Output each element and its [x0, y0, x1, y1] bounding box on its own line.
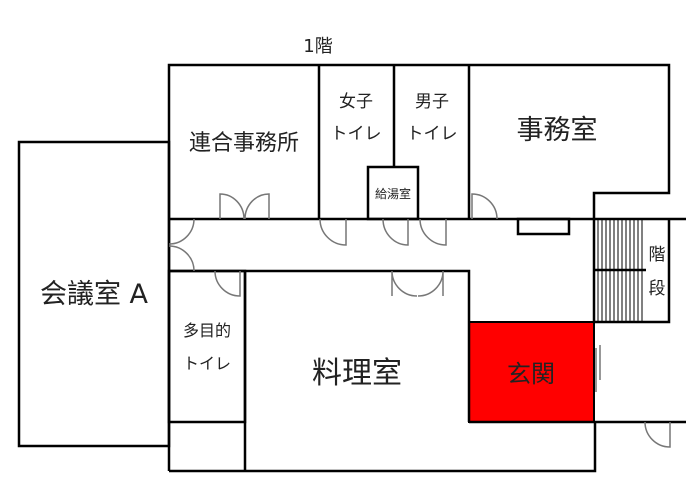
entrance-label: 玄関: [507, 360, 555, 388]
floor-title: 1階: [303, 36, 332, 57]
office-label: 事務室: [517, 115, 598, 146]
east-door[interactable]: [644, 421, 671, 448]
stairs-label-1: 階: [649, 245, 666, 265]
entrance-room[interactable]: [468, 321, 595, 423]
mens-toilet-label-2: トイレ: [407, 124, 458, 144]
conference-a-label: 会議室 A: [40, 279, 149, 310]
mens-toilet-label-1: 男子: [415, 92, 449, 112]
stairs-label-2: 段: [649, 279, 666, 299]
mens-toilet-door[interactable]: [419, 218, 447, 246]
reception-counter: [516, 217, 571, 236]
cooking-room-label: 料理室: [312, 356, 402, 391]
multipurpose-toilet-door[interactable]: [214, 270, 241, 297]
multipurpose-toilet-label-2: トイレ: [183, 354, 231, 373]
womens-toilet-door[interactable]: [319, 218, 347, 246]
kitchenette-door[interactable]: [382, 218, 409, 246]
cooking-room-door[interactable]: [391, 270, 444, 297]
womens-toilet-label-2: トイレ: [331, 124, 382, 144]
multipurpose-toilet-room[interactable]: [167, 269, 247, 424]
entrance-sliding-door[interactable]: [595, 345, 601, 392]
doors: [168, 193, 671, 448]
federation-office-door[interactable]: [219, 193, 270, 220]
walls: [17, 63, 686, 473]
federation-office-label: 連合事務所: [189, 131, 299, 156]
multipurpose-toilet-label-1: 多目的: [183, 321, 231, 340]
office-door[interactable]: [471, 193, 498, 220]
womens-toilet-label-1: 女子: [339, 92, 373, 112]
corridor-west-door[interactable]: [168, 218, 195, 272]
kitchenette-room[interactable]: [366, 165, 420, 221]
kitchenette-label: 給湯室: [375, 186, 411, 201]
stairs-hatching: [597, 220, 643, 321]
